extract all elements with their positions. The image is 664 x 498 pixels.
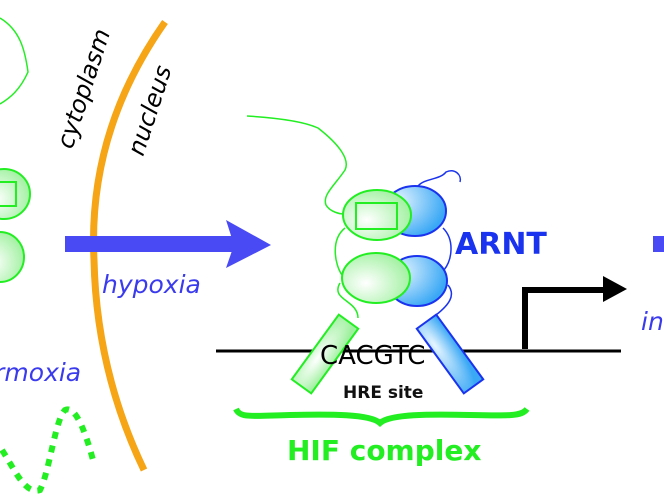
degraded-hif-dotted-chain bbox=[0, 406, 96, 494]
hypoxia-arrow bbox=[65, 220, 271, 268]
hif-alpha-domain-top bbox=[342, 189, 412, 241]
arnt-tail bbox=[417, 170, 462, 187]
hif-alpha-domain-bottom bbox=[341, 252, 411, 304]
odd-domain-box-left bbox=[0, 181, 17, 207]
odd-domain-box bbox=[355, 202, 398, 230]
hre-site-label: HRE site bbox=[343, 383, 423, 403]
hif-alpha-tail bbox=[246, 115, 347, 215]
hre-sequence-label: CACGTC bbox=[320, 341, 425, 371]
transcription-start-arrow bbox=[522, 276, 627, 349]
hif-linker bbox=[334, 227, 359, 319]
hif-alpha-domain-left-bottom bbox=[0, 231, 25, 283]
hif-complex-label: HIF complex bbox=[287, 434, 481, 467]
normoxia-label: normoxia bbox=[0, 358, 81, 387]
arnt-dna-binding-domain bbox=[415, 313, 485, 395]
hif-alpha-dna-binding-domain bbox=[290, 313, 360, 395]
hypoxia-label: hypoxia bbox=[102, 270, 201, 299]
arnt-label: ARNT bbox=[455, 227, 547, 262]
induction-label-partial: in bbox=[641, 307, 664, 336]
induction-arrow-partial bbox=[653, 236, 664, 252]
hif-complex-brace bbox=[233, 406, 530, 428]
nuclear-membrane bbox=[90, 19, 168, 472]
hif-alpha-tail-left bbox=[0, 17, 29, 105]
